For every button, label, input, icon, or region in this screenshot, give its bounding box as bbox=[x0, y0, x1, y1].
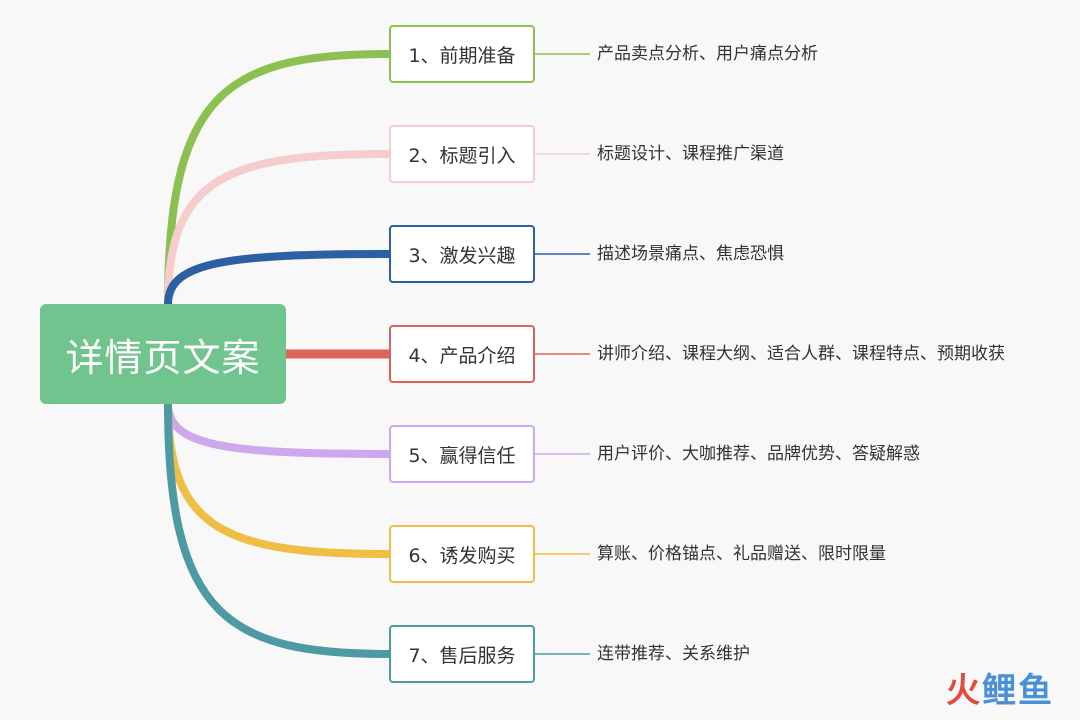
connector-branch-3 bbox=[164, 250, 393, 308]
connector-branch-2 bbox=[164, 150, 393, 308]
branch-3-detail[interactable]: 描述场景痛点、焦虑恐惧 bbox=[597, 244, 784, 264]
connector-branch-6 bbox=[164, 400, 393, 558]
root-topic[interactable]: 详情页文案 bbox=[40, 304, 286, 404]
branch-6-label: 6、诱发购买 bbox=[408, 544, 516, 567]
watermark-logo: 火鲤鱼 bbox=[946, 663, 1054, 712]
branch-1-topic[interactable]: 1、前期准备 bbox=[389, 25, 535, 83]
branch-7-detail[interactable]: 连带推荐、关系维护 bbox=[597, 644, 750, 664]
branch-6-topic[interactable]: 6、诱发购买 bbox=[389, 525, 535, 583]
branch-5-topic[interactable]: 5、赢得信任 bbox=[389, 425, 535, 483]
branch-2-topic[interactable]: 2、标题引入 bbox=[389, 125, 535, 183]
root-topic-label: 详情页文案 bbox=[65, 335, 261, 380]
branch-7-label: 7、售后服务 bbox=[408, 644, 516, 667]
branch-2-detail[interactable]: 标题设计、课程推广渠道 bbox=[597, 144, 784, 164]
branch-1-label: 1、前期准备 bbox=[408, 44, 516, 67]
branch-3-label: 3、激发兴趣 bbox=[408, 244, 516, 267]
branch-2-label: 2、标题引入 bbox=[408, 144, 516, 167]
branch-6-detail[interactable]: 算账、价格锚点、礼品赠送、限时限量 bbox=[597, 544, 886, 564]
connector-branch-1 bbox=[164, 50, 393, 308]
branch-1-detail[interactable]: 产品卖点分析、用户痛点分析 bbox=[597, 44, 818, 64]
branch-7-topic[interactable]: 7、售后服务 bbox=[389, 625, 535, 683]
branch-3-topic[interactable]: 3、激发兴趣 bbox=[389, 225, 535, 283]
branch-5-detail[interactable]: 用户评价、大咖推荐、品牌优势、答疑解惑 bbox=[597, 444, 920, 464]
connector-branch-5 bbox=[164, 400, 393, 458]
watermark-part-1: 火 bbox=[946, 671, 982, 711]
branch-4-label: 4、产品介绍 bbox=[408, 344, 516, 367]
connector-branch-7 bbox=[164, 400, 393, 658]
watermark-part-2: 鲤鱼 bbox=[982, 671, 1054, 711]
branch-4-topic[interactable]: 4、产品介绍 bbox=[389, 325, 535, 383]
branch-4-detail[interactable]: 讲师介绍、课程大纲、适合人群、课程特点、预期收获 bbox=[597, 344, 1005, 364]
branch-5-label: 5、赢得信任 bbox=[408, 444, 516, 467]
